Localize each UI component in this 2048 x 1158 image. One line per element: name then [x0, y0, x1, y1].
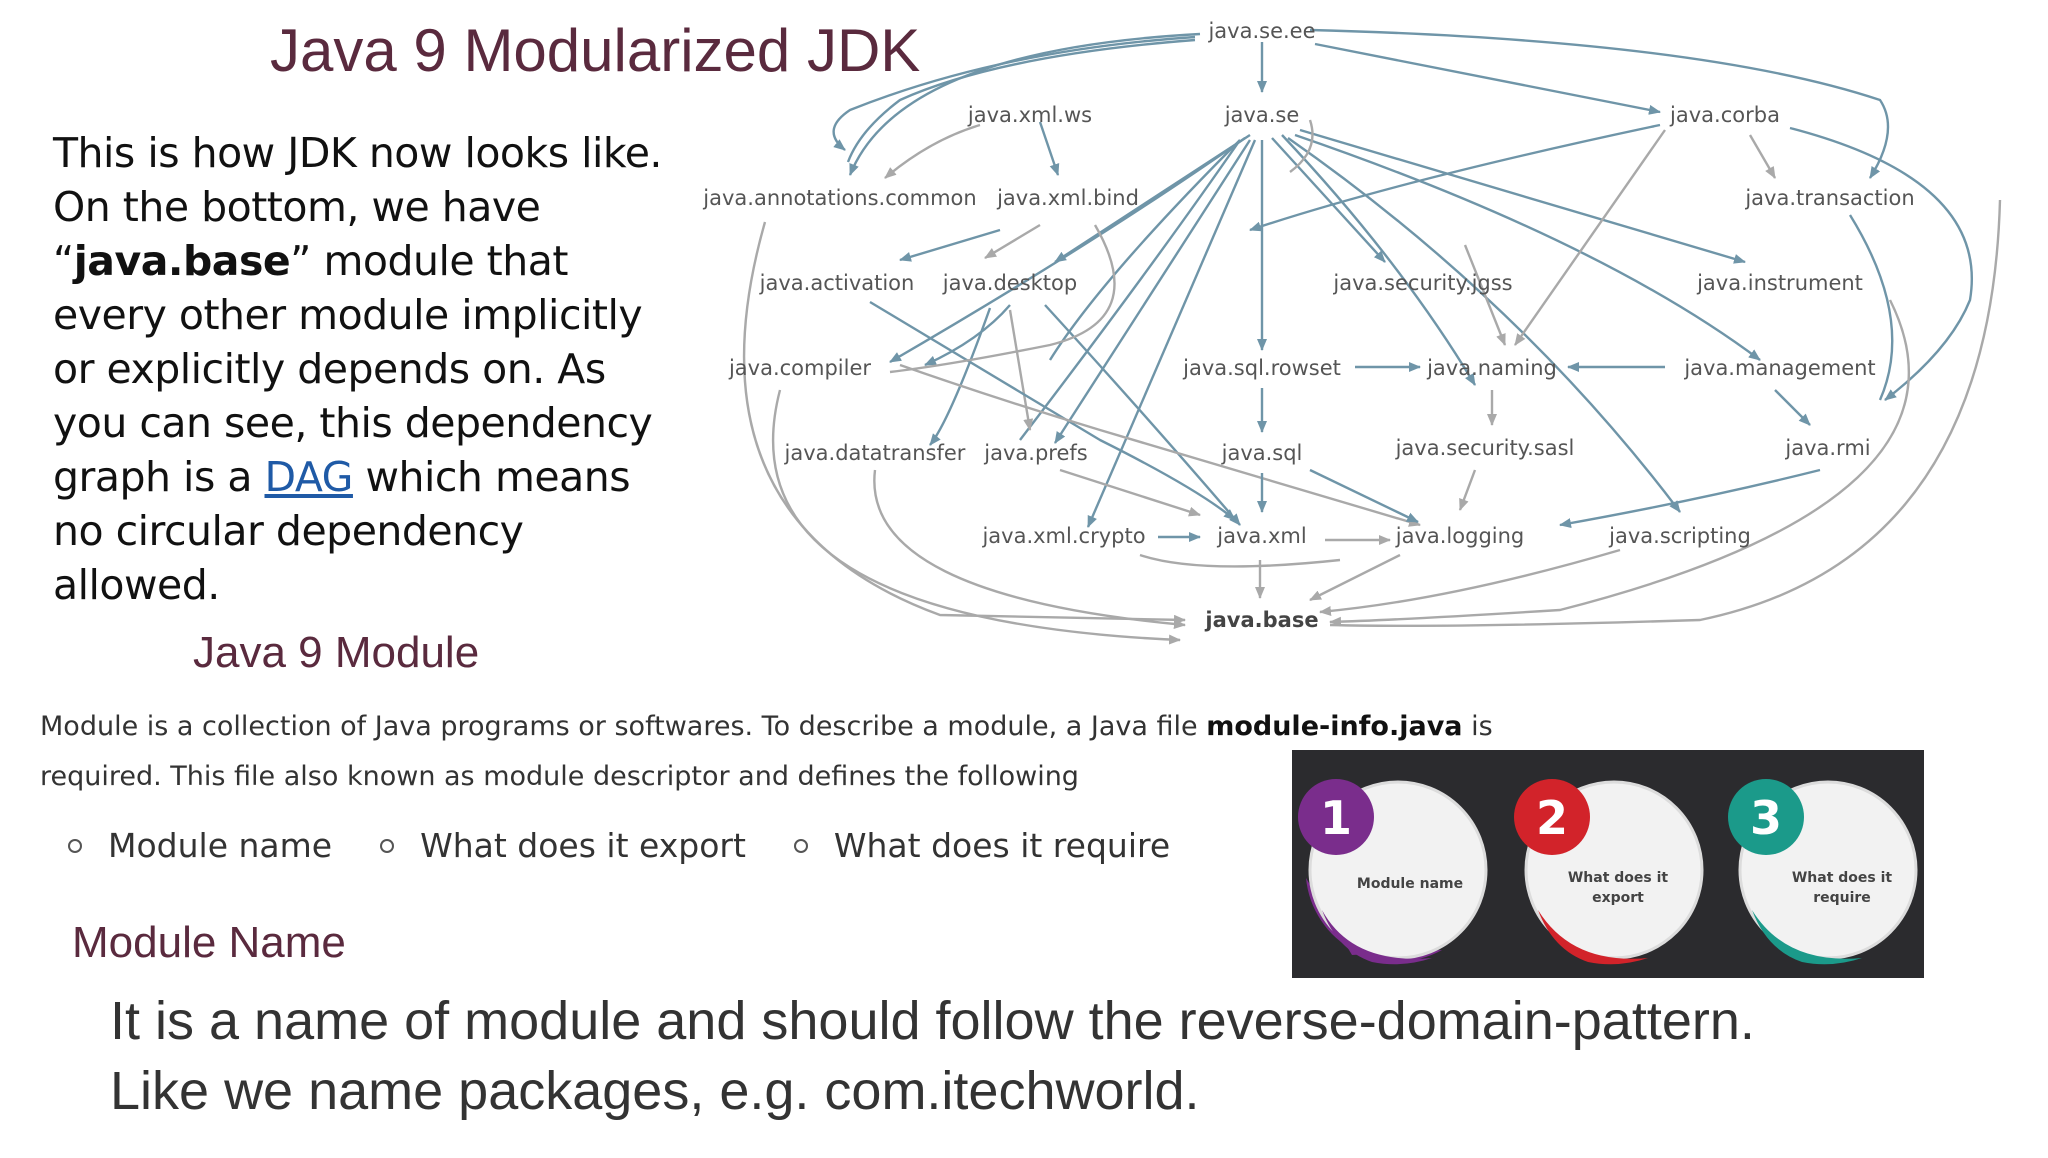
- desc-text-2: is: [1462, 711, 1493, 742]
- node-java-instrument: java.instrument: [1696, 271, 1863, 295]
- bullet-label: Module name: [108, 826, 333, 865]
- node-java-base: java.base: [1204, 608, 1318, 632]
- badges-illustration: 1 Module name 2 What does it export 3 Wh…: [1298, 779, 1918, 965]
- module-description: Module is a collection of Java programs …: [40, 702, 1493, 802]
- node-java-logging: java.logging: [1395, 524, 1525, 548]
- node-java-management: java.management: [1683, 356, 1875, 380]
- intro-paragraph: This is how JDK now looks like. On the b…: [53, 126, 673, 612]
- node-java-desktop: java.desktop: [942, 271, 1077, 295]
- node-java-datatransfer: java.datatransfer: [784, 441, 966, 465]
- node-java-sql: java.sql: [1221, 441, 1303, 465]
- badge-export: 2 What does it export: [1514, 779, 1704, 965]
- node-java-transaction: java.transaction: [1744, 186, 1914, 210]
- desc-text-1: Module is a collection of Java programs …: [40, 711, 1207, 742]
- node-java-xml: java.xml: [1216, 524, 1306, 548]
- node-java-naming: java.naming: [1426, 356, 1557, 380]
- node-java-prefs: java.prefs: [983, 441, 1087, 465]
- dag-link[interactable]: DAG: [264, 453, 354, 501]
- badge-2-label-2: export: [1592, 890, 1644, 906]
- node-java-compiler: java.compiler: [728, 356, 871, 380]
- node-java-se: java.se: [1224, 103, 1300, 127]
- badge-3-label-2: require: [1813, 890, 1871, 906]
- node-java-corba: java.corba: [1669, 103, 1780, 127]
- badge-module-name: 1 Module name: [1298, 779, 1488, 965]
- bullet-module-name: Module name: [68, 826, 332, 865]
- intro-bold-java-base: java.base: [73, 237, 291, 285]
- bullet-circle-icon: [380, 838, 395, 853]
- intro-text-1: This is how JDK now looks like. On the b…: [53, 129, 662, 285]
- module-bullet-list: Module name What does it export What doe…: [68, 826, 1218, 865]
- bullet-circle-icon: [793, 838, 808, 853]
- node-java-scripting: java.scripting: [1608, 524, 1751, 548]
- node-java-se-ee: java.se.ee: [1207, 19, 1315, 43]
- badge-3-number: 3: [1750, 791, 1782, 845]
- node-java-rmi: java.rmi: [1784, 436, 1870, 460]
- module-info-file: module-info.java: [1206, 711, 1463, 742]
- badge-2-number: 2: [1536, 791, 1568, 845]
- module-description-line-1: Module is a collection of Java programs …: [40, 702, 1493, 752]
- badge-1-number: 1: [1320, 791, 1352, 845]
- badge-1-label: Module name: [1357, 876, 1463, 892]
- bullet-label: What does it require: [833, 826, 1171, 865]
- node-java-xml-ws: java.xml.ws: [967, 103, 1092, 127]
- module-name-title: Module Name: [72, 918, 346, 967]
- bullet-circle-icon: [68, 838, 82, 853]
- slide-title: Java 9 Modularized JDK: [270, 17, 921, 84]
- intro-text-3: which means no circular dependency allow…: [53, 453, 631, 609]
- bullet-require: What does it require: [793, 826, 1171, 865]
- module-dependency-graph: java.se.ee java.xml.ws java.se java.corb…: [702, 19, 2002, 645]
- badge-3-label-1: What does it: [1792, 870, 1893, 886]
- node-java-sql-rowset: java.sql.rowset: [1182, 356, 1341, 380]
- node-java-annotations-common: java.annotations.common: [702, 186, 976, 210]
- module-name-line-2: Like we name packages, e.g. com.itechwor…: [110, 1061, 1200, 1121]
- module-name-line-1: It is a name of module and should follow…: [110, 991, 1755, 1051]
- module-name-body: It is a name of module and should follow…: [110, 986, 1755, 1126]
- badge-require: 3 What does it require: [1728, 779, 1918, 965]
- node-java-activation: java.activation: [759, 271, 915, 295]
- badge-2-label-1: What does it: [1568, 870, 1669, 886]
- module-section-title: Java 9 Module: [193, 628, 480, 677]
- graph-nodes: java.se.ee java.xml.ws java.se java.corb…: [702, 19, 1914, 632]
- module-badges-panel: 1 Module name 2 What does it export 3 Wh…: [1292, 750, 1924, 978]
- intro-text-2: ” module that every other module implici…: [53, 237, 653, 501]
- node-java-security-jgss: java.security.jgss: [1332, 271, 1512, 295]
- bullet-label: What does it export: [420, 826, 746, 865]
- module-description-line-2: required. This file also known as module…: [40, 761, 1079, 792]
- node-java-security-sasl: java.security.sasl: [1395, 436, 1575, 460]
- node-java-xml-crypto: java.xml.crypto: [981, 524, 1145, 548]
- bullet-export: What does it export: [380, 826, 746, 865]
- node-java-xml-bind: java.xml.bind: [996, 186, 1139, 210]
- graph-edges: [742, 28, 2002, 645]
